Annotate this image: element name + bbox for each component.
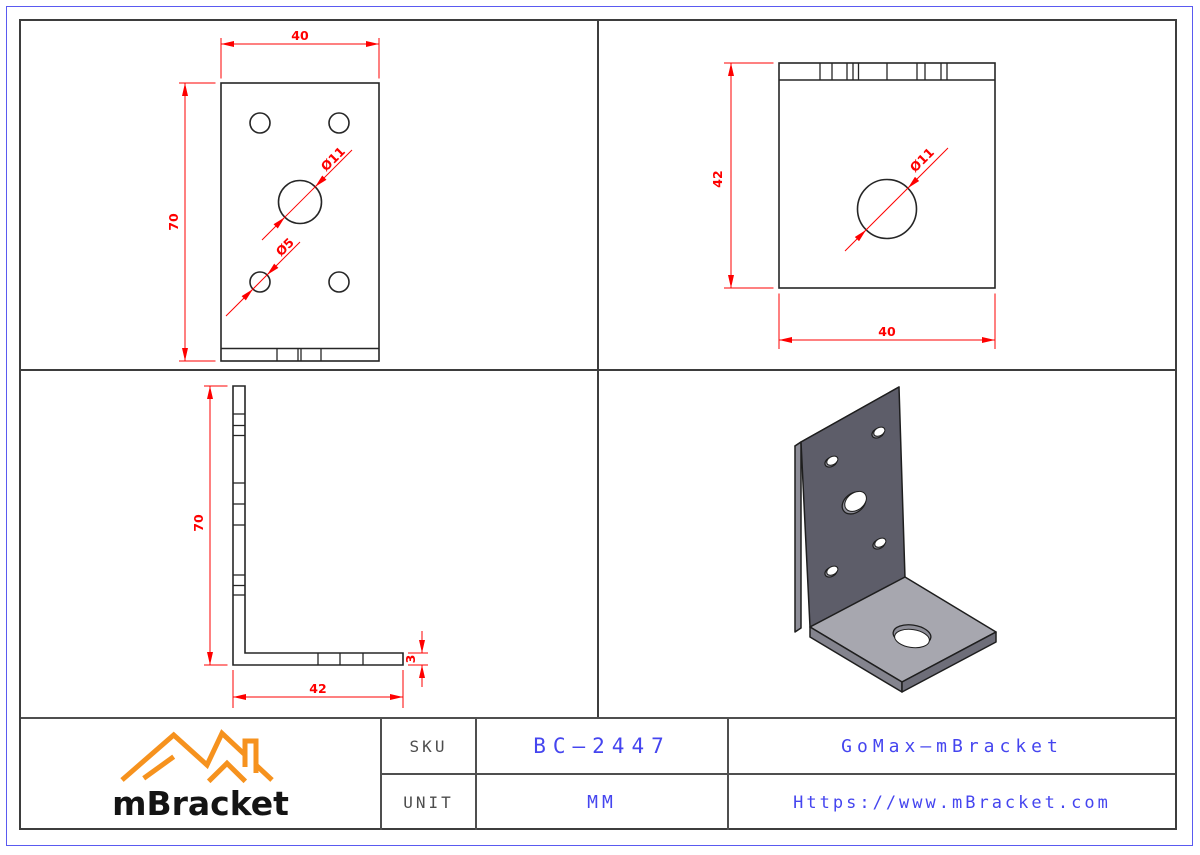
sku-label-cell: SKU bbox=[380, 719, 475, 775]
dim-text-height: 42 bbox=[710, 170, 725, 187]
side-dim-texts: 70 42 3 bbox=[191, 514, 418, 696]
unit-label: UNIT bbox=[403, 793, 454, 812]
leader-line bbox=[844, 229, 867, 252]
logo-cell: mBracket bbox=[21, 719, 380, 830]
base-hole bbox=[892, 624, 932, 649]
large-hole bbox=[277, 179, 323, 225]
brand-cell: GoMax—mBracket bbox=[727, 719, 1175, 775]
dim-text-width: 40 bbox=[878, 324, 896, 339]
unit-value-cell: MM bbox=[475, 775, 727, 830]
small-hole-opening bbox=[873, 426, 886, 437]
chimney bbox=[242, 738, 258, 773]
mountain-inner-stroke bbox=[141, 754, 175, 781]
unit-label-cell: UNIT bbox=[380, 775, 475, 830]
dim-text-height: 70 bbox=[191, 514, 206, 532]
small-hole bbox=[328, 271, 350, 293]
sku-label: SKU bbox=[409, 736, 448, 756]
front-dimensions bbox=[179, 38, 380, 362]
dim-text-height: 70 bbox=[166, 213, 181, 231]
small-hole-opening bbox=[874, 537, 887, 548]
mountain-inner-peak bbox=[206, 759, 247, 784]
front-dim-texts: 40 70 Ø11 Ø5 bbox=[166, 28, 348, 259]
brand-name: GoMax—mBracket bbox=[841, 735, 1063, 757]
leader-line bbox=[252, 274, 268, 290]
base-hole-opening bbox=[894, 628, 930, 649]
title-block: mBracket SKU BC—2447 GoMax—mBracket UNIT… bbox=[21, 717, 1175, 830]
website-cell: Https://www.mBracket.com bbox=[727, 775, 1175, 830]
leader-line bbox=[907, 147, 949, 189]
website-url: Https://www.mBracket.com bbox=[793, 792, 1111, 813]
top-dimensions bbox=[724, 62, 996, 349]
base-right-edge-face bbox=[901, 631, 997, 693]
side-dimensions bbox=[204, 385, 428, 708]
sheet-outer-border bbox=[6, 6, 1193, 846]
large-hole-opening bbox=[844, 490, 867, 512]
logo-mountains bbox=[119, 729, 274, 784]
plate-left-edge-face bbox=[794, 441, 802, 633]
sku-value-cell: BC—2447 bbox=[475, 719, 727, 775]
quadrant-divider-horizontal bbox=[21, 369, 1175, 371]
mountain-outline bbox=[119, 729, 274, 782]
leader-line bbox=[865, 187, 909, 231]
side-profile-outline bbox=[232, 385, 404, 666]
small-hole bbox=[328, 112, 350, 134]
top-plate-outline bbox=[778, 62, 996, 289]
small-hole-opening bbox=[826, 565, 839, 576]
leader-line bbox=[261, 216, 286, 241]
isometric-view bbox=[794, 386, 997, 693]
sku-value: BC—2447 bbox=[533, 734, 671, 758]
top-view: 42 40 Ø11 bbox=[710, 62, 996, 349]
drawing-frame bbox=[19, 19, 1177, 830]
large-hole bbox=[856, 178, 918, 240]
l-profile bbox=[232, 385, 404, 666]
logo-wordmark: mBracket bbox=[112, 784, 289, 823]
leader-line bbox=[284, 186, 316, 218]
mbracket-logo-icon bbox=[119, 729, 274, 784]
front-view: 40 70 Ø11 Ø5 bbox=[166, 28, 380, 362]
top-plate bbox=[778, 62, 996, 289]
unit-value: MM bbox=[587, 792, 617, 813]
front-plate bbox=[220, 82, 380, 362]
leader-line bbox=[225, 288, 254, 317]
dim-text-thickness: 3 bbox=[403, 655, 418, 664]
leader-line bbox=[314, 149, 353, 188]
leader-line bbox=[266, 241, 301, 276]
bracket-3d bbox=[794, 386, 997, 693]
top-dim-texts: 42 40 Ø11 bbox=[710, 145, 937, 339]
side-tick-lines bbox=[233, 413, 364, 665]
side-view: 70 42 3 bbox=[191, 385, 428, 708]
dim-text-width: 42 bbox=[309, 681, 326, 696]
dim-text-small-hole: Ø5 bbox=[273, 235, 297, 259]
small-hole-opening bbox=[826, 455, 839, 466]
small-hole bbox=[249, 112, 271, 134]
dim-text-hole: Ø11 bbox=[907, 145, 937, 175]
plate-holes bbox=[824, 426, 887, 578]
front-plate-outline bbox=[220, 82, 380, 362]
small-hole bbox=[249, 271, 271, 293]
dim-text-width: 40 bbox=[291, 28, 309, 43]
